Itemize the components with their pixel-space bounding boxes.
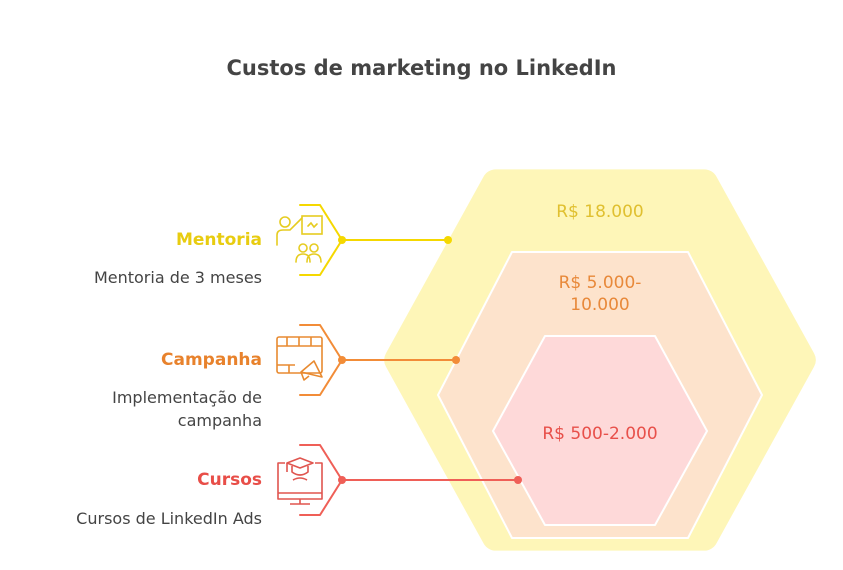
description-mentoria: Mentoria de 3 meses [93,268,262,287]
value-campanha: R$ 5.000-10.000 [558,273,642,315]
page-title: Custos de marketing no LinkedIn [226,56,617,80]
description-campanha: Implementação de campanha [112,388,262,430]
label-mentoria: Mentoria [175,230,262,250]
description-cursos: Cursos de LinkedIn Ads [76,509,262,528]
value-cursos: R$ 500-2.000 [542,424,658,444]
label-campanha: Campanha [161,350,262,370]
inner-hexagon [492,335,708,526]
online-course-icon [277,457,323,505]
value-mentoria: R$ 18.000 [556,202,644,222]
teacher-presentation-icon [276,215,323,263]
label-cursos: Cursos [197,470,262,490]
campaign-megaphone-icon [276,336,323,381]
bracket-campanha [299,324,343,396]
